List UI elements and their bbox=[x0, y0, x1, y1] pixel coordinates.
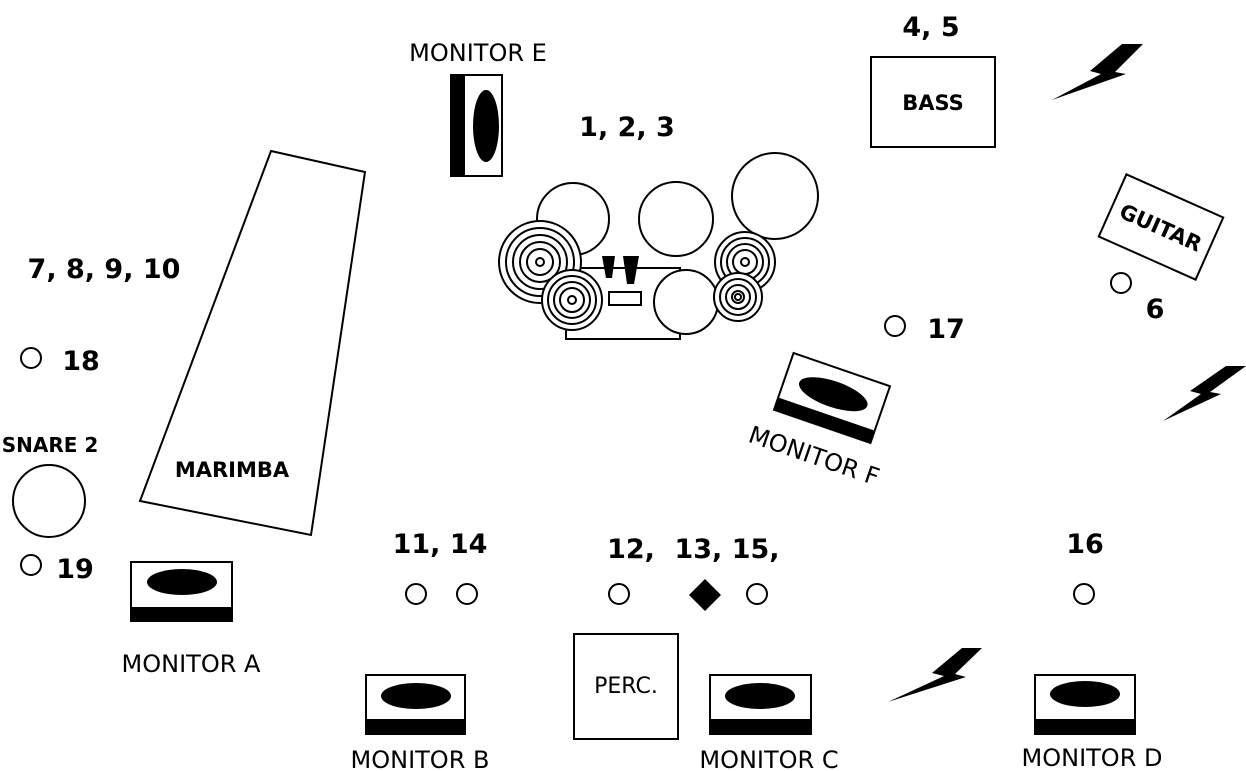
marimba-channels: 7, 8, 9, 10 bbox=[28, 254, 181, 285]
channel-17: 17 bbox=[927, 314, 965, 345]
monitor-a bbox=[130, 561, 233, 622]
snare2-label: SNARE 2 bbox=[2, 433, 99, 457]
monitor-b-label: MONITOR B bbox=[351, 746, 490, 771]
channel-18: 18 bbox=[62, 346, 100, 377]
monitor-c-label: MONITOR C bbox=[699, 746, 838, 771]
perc-box bbox=[573, 633, 679, 740]
channel-12: 12, bbox=[607, 534, 655, 565]
monitor-e bbox=[450, 74, 503, 177]
bass-label: BASS bbox=[902, 91, 964, 115]
marimba-label: MARIMBA bbox=[175, 458, 290, 482]
guitar-label: GUITAR bbox=[1116, 199, 1205, 256]
monitor-f bbox=[772, 351, 892, 445]
channel-19: 19 bbox=[56, 554, 94, 585]
mic-circle-icon bbox=[608, 583, 630, 605]
mic-circle-icon bbox=[20, 554, 42, 576]
monitor-d-label: MONITOR D bbox=[1022, 744, 1163, 771]
guitar-channel: 6 bbox=[1146, 294, 1165, 325]
drum-kit bbox=[498, 152, 819, 340]
snare2-drum bbox=[12, 464, 86, 538]
monitor-d bbox=[1034, 674, 1136, 735]
perc-label: PERC. bbox=[594, 674, 658, 699]
channel-11-14: 11, 14 bbox=[393, 529, 488, 560]
channel-16: 16 bbox=[1066, 529, 1104, 560]
guitar-amp: GUITAR bbox=[1097, 173, 1225, 281]
monitor-c bbox=[709, 674, 812, 735]
bass-amp bbox=[870, 56, 996, 148]
mic-circle-icon bbox=[20, 347, 42, 369]
mic-circle-icon bbox=[1110, 272, 1132, 294]
mic-circle-icon bbox=[456, 583, 478, 605]
monitor-b bbox=[365, 674, 466, 735]
lightning-bolt-icon bbox=[888, 648, 982, 702]
cymbal bbox=[713, 272, 763, 322]
monitor-e-label: MONITOR E bbox=[409, 39, 547, 67]
mic-circle-icon bbox=[884, 315, 906, 337]
monitor-a-label: MONITOR A bbox=[122, 650, 261, 678]
channel-13-15: 13, 15, bbox=[674, 534, 779, 565]
mic-circle-icon bbox=[746, 583, 768, 605]
lightning-bolt-icon bbox=[1052, 44, 1143, 100]
drum-channels: 1, 2, 3 bbox=[579, 112, 675, 143]
cymbal bbox=[541, 269, 603, 331]
di-diamond-icon bbox=[689, 579, 721, 611]
mic-circle-icon bbox=[405, 583, 427, 605]
marimba bbox=[138, 149, 367, 537]
bass-channels: 4, 5 bbox=[902, 12, 959, 43]
lightning-bolt-icon bbox=[1163, 366, 1246, 421]
mic-circle-icon bbox=[1073, 583, 1095, 605]
